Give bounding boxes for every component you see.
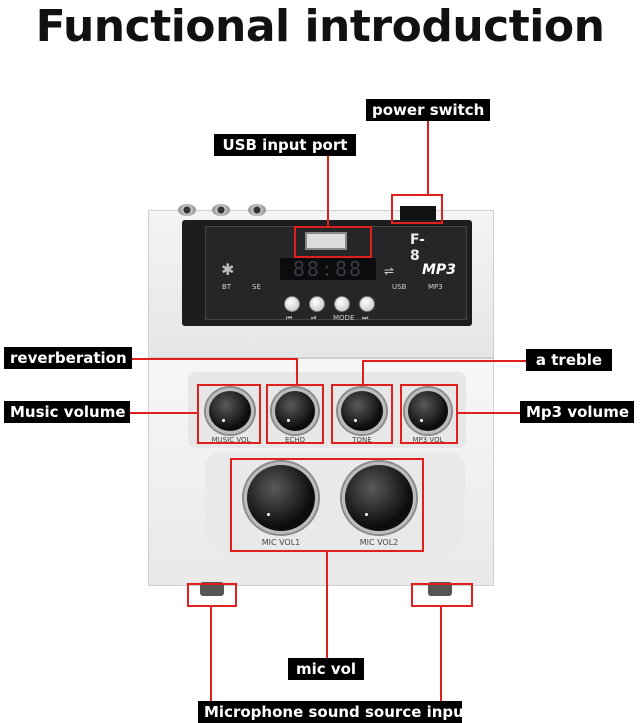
mic-vol1-knob [244,462,318,534]
model-name: F-8 [410,232,425,264]
prev-button [284,296,300,312]
mp3-vol-knob [405,388,451,434]
music-volume-leader [128,412,197,414]
label-mic-source-input: Microphone sound source input [198,701,471,723]
mic-vol-leader [326,552,328,658]
label-a-treble: a treble [526,349,612,371]
mic-vol2-knob [342,462,416,534]
label-music-volume: Music volume [4,401,130,423]
music-vol-knob [206,388,254,434]
mic-input-jack-right [428,582,452,596]
mic-input-jack-left [200,582,224,596]
mic-input-leader-right [440,607,442,703]
usb-port-highlight [294,226,372,258]
mic-input-right-highlight [411,583,473,607]
tone-highlight [331,384,393,444]
mic-input-leader-left [210,607,212,703]
usb-leader [327,155,329,226]
mp3-volume-leader [458,412,522,414]
reverberation-leader-v [296,358,298,384]
music-vol-highlight [197,384,261,444]
usb-port [305,232,347,250]
power-switch-highlight [391,194,443,224]
knob-caption: TONE [352,436,372,444]
panel-label-se: SE [252,283,261,291]
usb-icon: ⇌ [384,264,395,278]
reverberation-leader-h [130,358,298,360]
mic-vol-highlight [230,458,424,552]
panel-label-bt: BT [222,283,232,291]
power-switch-leader [427,120,429,194]
panel-label-usb: USB [392,283,407,291]
bluetooth-icon: ✱ [221,262,235,279]
panel-label-mp3: MP3 [428,283,443,291]
treble-leader-h [362,360,548,362]
mic-input-left-highlight [187,583,237,607]
echo-highlight [266,384,324,444]
next-button-label: ⏭ [362,314,369,322]
knob-caption: MP3 VOL [412,436,444,444]
mic-knob-caption: MIC VOL2 [359,538,399,547]
label-mic-vol: mic vol [288,658,364,680]
mp3-brand: MP3 [422,262,456,278]
knob-caption: MUSIC VOL [211,436,251,444]
echo-knob [272,388,318,434]
prev-button-label: ⏮ [286,314,293,322]
treble-leader-v [362,360,364,384]
tone-knob [338,388,386,434]
play-button [309,296,325,312]
label-mp3-volume: Mp3 volume [520,401,634,423]
label-power-switch: power switch [366,99,490,121]
power-switch-knob [400,206,436,220]
mode-button [334,296,350,312]
rca-jack-2 [212,204,230,216]
mic-knob-caption: MIC VOL1 [261,538,301,547]
play-button-label: ⏯ [311,314,317,322]
mp3-vol-highlight [400,384,458,444]
rca-jack-1 [178,204,196,216]
page-title: Functional introduction [35,1,605,52]
knob-caption: ECHO [284,436,306,444]
rca-jack-3 [248,204,266,216]
label-usb-input-port: USB input port [214,134,356,156]
lcd-readout: 88:88 [280,258,376,280]
next-button [359,296,375,312]
label-reverberation: reverberation [4,347,132,369]
mode-button-label: MODE [333,314,355,322]
